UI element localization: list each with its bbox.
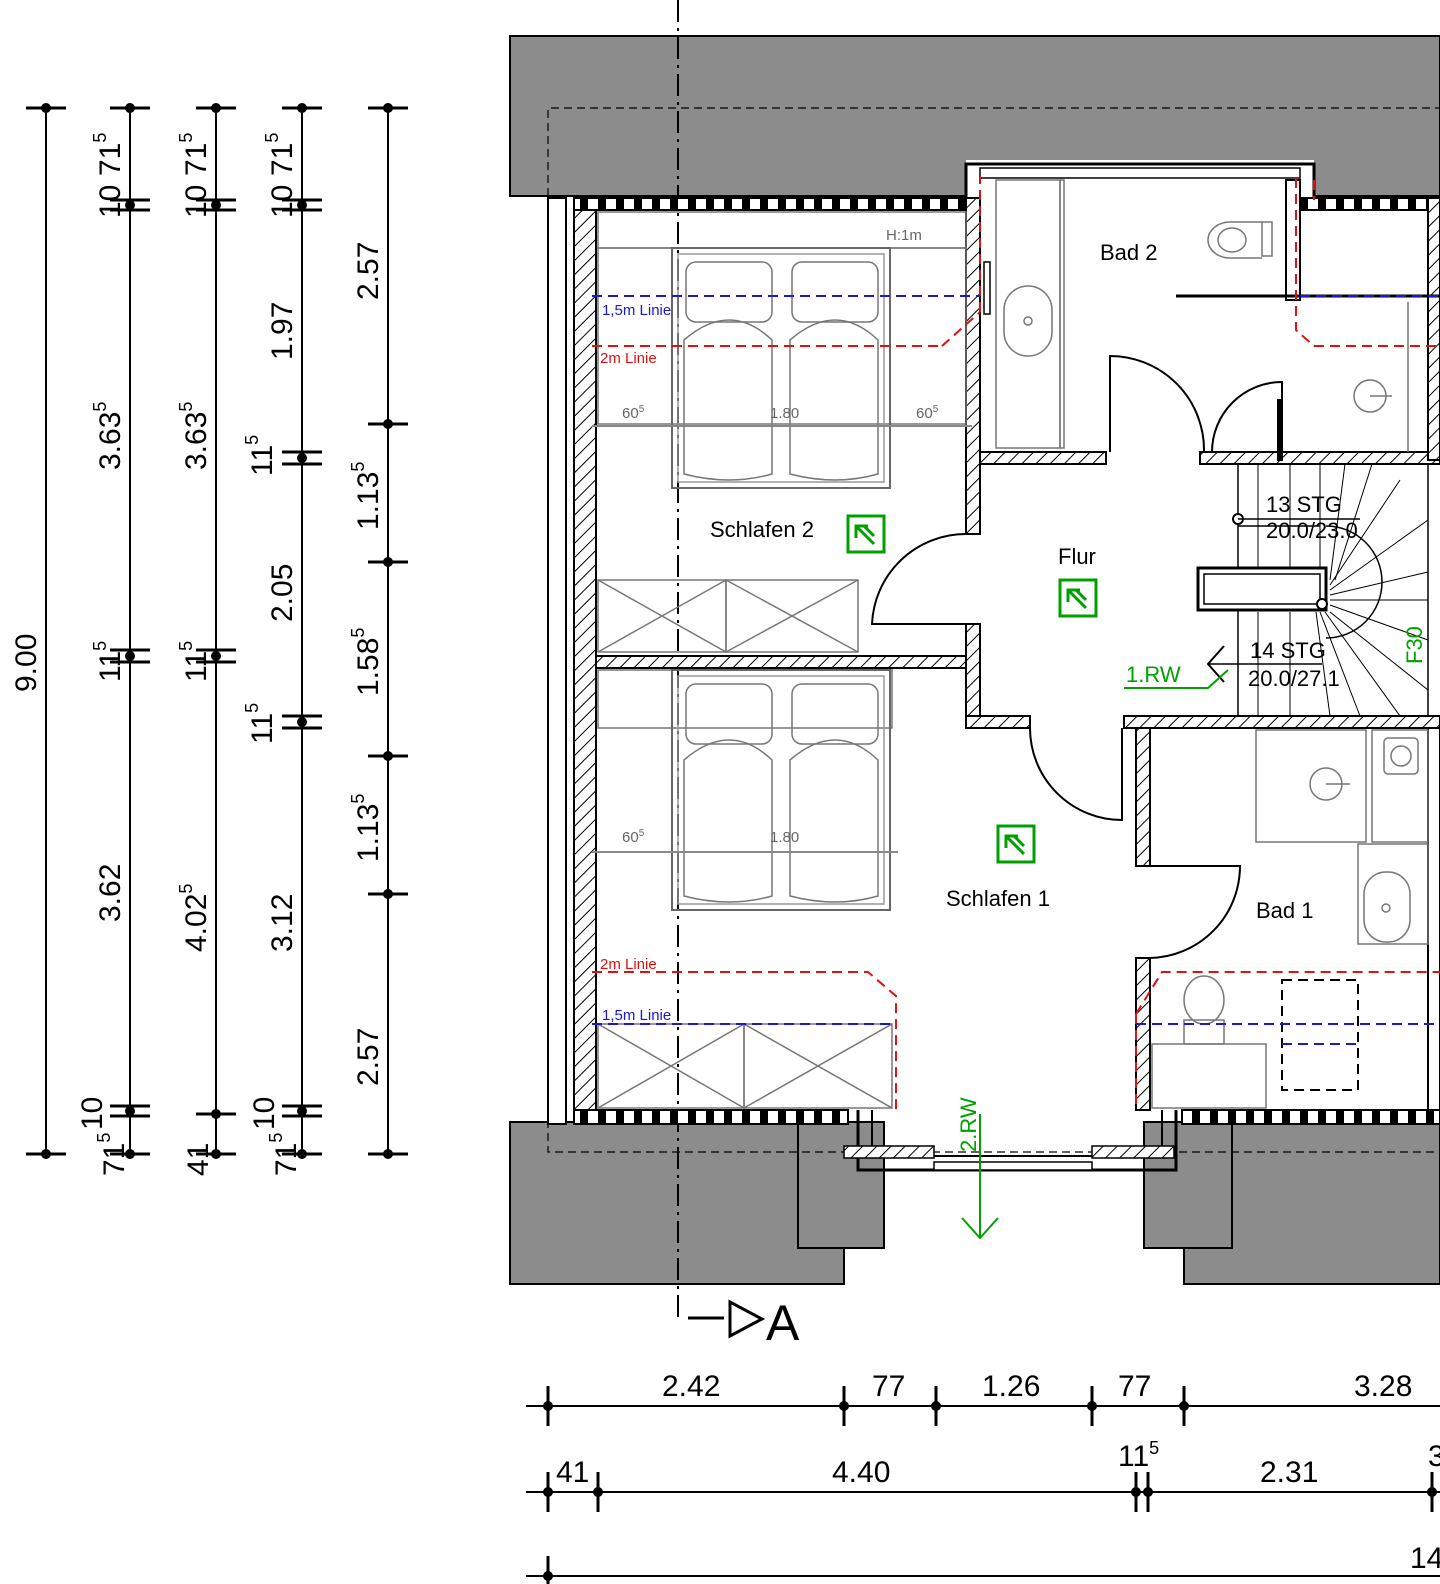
dim-c4-d: 1.135 <box>348 794 385 862</box>
dim-dots-bottom <box>543 1401 1437 1581</box>
escape-route-1 <box>1124 669 1229 689</box>
escape-route-2-label: 2.RW <box>956 1097 981 1152</box>
dim-c2-top-a: 10 <box>180 185 213 218</box>
dim-bottom-r1-a: 2.42 <box>662 1370 720 1403</box>
dim-c4-a: 2.57 <box>352 242 385 300</box>
room-label-schlafen2: Schlafen 2 <box>710 517 814 542</box>
escape-route-2 <box>961 1114 999 1240</box>
dim-c1-mid-c: 3.62 <box>94 864 127 922</box>
dim-bottom-r2-a: 41 <box>556 1456 589 1489</box>
dim-bottom-r1-b: 77 <box>872 1370 905 1403</box>
label-2m-bottom: 2m Linie <box>600 956 657 973</box>
dim-bottom-r2-b: 4.40 <box>832 1456 890 1489</box>
dim-c2-bot-a: 41 <box>182 1143 215 1176</box>
bed1-left-clearance: 605 <box>622 828 645 846</box>
dim-c1-mid-b: 115 <box>90 641 127 682</box>
dim-c2-mid-a: 3.635 <box>176 402 213 470</box>
stairs-down-count: 14 STG <box>1250 638 1326 663</box>
escape-route-1-label: 1.RW <box>1126 662 1181 687</box>
stairs-up-count: 13 STG <box>1266 492 1342 517</box>
bad1-dashed-area <box>1281 979 1359 1091</box>
dim-c1-bot-b: 715 <box>94 1133 131 1176</box>
dim-c2-mid-c: 4.025 <box>176 884 213 952</box>
dim-c4-e: 2.57 <box>352 1028 385 1086</box>
height-line-15m <box>592 295 1440 1045</box>
doors <box>870 354 1283 959</box>
dim-c3-top-a: 10 <box>266 185 299 218</box>
dim-total-height: 9.00 <box>10 634 43 692</box>
smoke-detector-schlafen1 <box>996 824 1036 864</box>
dim-c2-top-b: 715 <box>176 133 213 176</box>
bed2-left-clearance: 605 <box>622 404 645 422</box>
dim-c2-mid-b: 115 <box>176 641 213 682</box>
section-mark: A <box>766 1295 800 1351</box>
dim-c3-a: 1.97 <box>266 302 299 360</box>
dim-bottom-r2-c: 115 <box>1118 1438 1159 1473</box>
dim-c1-top-a: 10 <box>94 185 127 218</box>
dim-dots-left <box>41 103 393 1159</box>
room-label-flur: Flur <box>1058 544 1096 569</box>
height-line-2m <box>592 176 1440 1110</box>
label-2m-top: 2m Linie <box>600 350 657 367</box>
dim-c3-top-b: 715 <box>262 133 299 176</box>
section-line: A <box>677 0 800 1351</box>
dim-c4-c: 1.585 <box>348 628 385 696</box>
dim-bottom-r1-d: 77 <box>1118 1370 1151 1403</box>
smoke-detector-schlafen2 <box>846 514 886 554</box>
dim-c3-c: 2.05 <box>266 564 299 622</box>
dim-lines-left <box>45 108 389 1154</box>
dim-bottom-r2-d: 2.31 <box>1260 1456 1318 1489</box>
bed1-width: 1.80 <box>770 829 799 846</box>
dim-c4-b: 1.135 <box>348 462 385 530</box>
room-label-bad1: Bad 1 <box>1256 898 1314 923</box>
stairs-down-size: 20.0/27.1 <box>1248 666 1340 691</box>
dim-c3-b: 115 <box>242 435 279 476</box>
dim-c1-top-b: 715 <box>90 133 127 176</box>
dim-c3-d: 115 <box>242 703 279 744</box>
dim-bottom-r1-c: 1.26 <box>982 1370 1040 1403</box>
room-label-bad2: Bad 2 <box>1100 240 1158 265</box>
stairs <box>1196 463 1429 717</box>
dim-c3-bot-b: 715 <box>266 1133 303 1176</box>
stairs-up-size: 20.0/23.0 <box>1266 518 1358 543</box>
roof-outline-dashed <box>547 107 1440 1153</box>
bed2-right-clearance: 605 <box>916 404 939 422</box>
dim-bottom-r1-e: 3.28 <box>1354 1370 1412 1403</box>
dim-c1-mid-a: 3.635 <box>90 402 127 470</box>
roof-top <box>509 35 1440 200</box>
label-15m-top: 1,5m Linie <box>602 302 671 319</box>
furniture <box>592 179 1429 1109</box>
label-h1m: H:1m <box>886 227 922 244</box>
dim-c3-bot-a: 10 <box>248 1097 281 1130</box>
room-label-schlafen1: Schlafen 1 <box>946 886 1050 911</box>
dim-c3-e: 3.12 <box>266 894 299 952</box>
dim-lines-bottom <box>526 1405 1440 1577</box>
label-15m-bottom: 1,5m Linie <box>602 1007 671 1024</box>
dim-bottom-r3-a: 14 <box>1410 1542 1440 1575</box>
exterior-walls <box>547 162 1440 1172</box>
smoke-detector-flur <box>1058 578 1098 618</box>
bed2-width: 1.80 <box>770 405 799 422</box>
dim-c1-bot-a: 10 <box>76 1097 109 1130</box>
dim-bottom-r2-e: 3 <box>1428 1440 1440 1473</box>
fire-rating: F30 <box>1402 626 1427 664</box>
